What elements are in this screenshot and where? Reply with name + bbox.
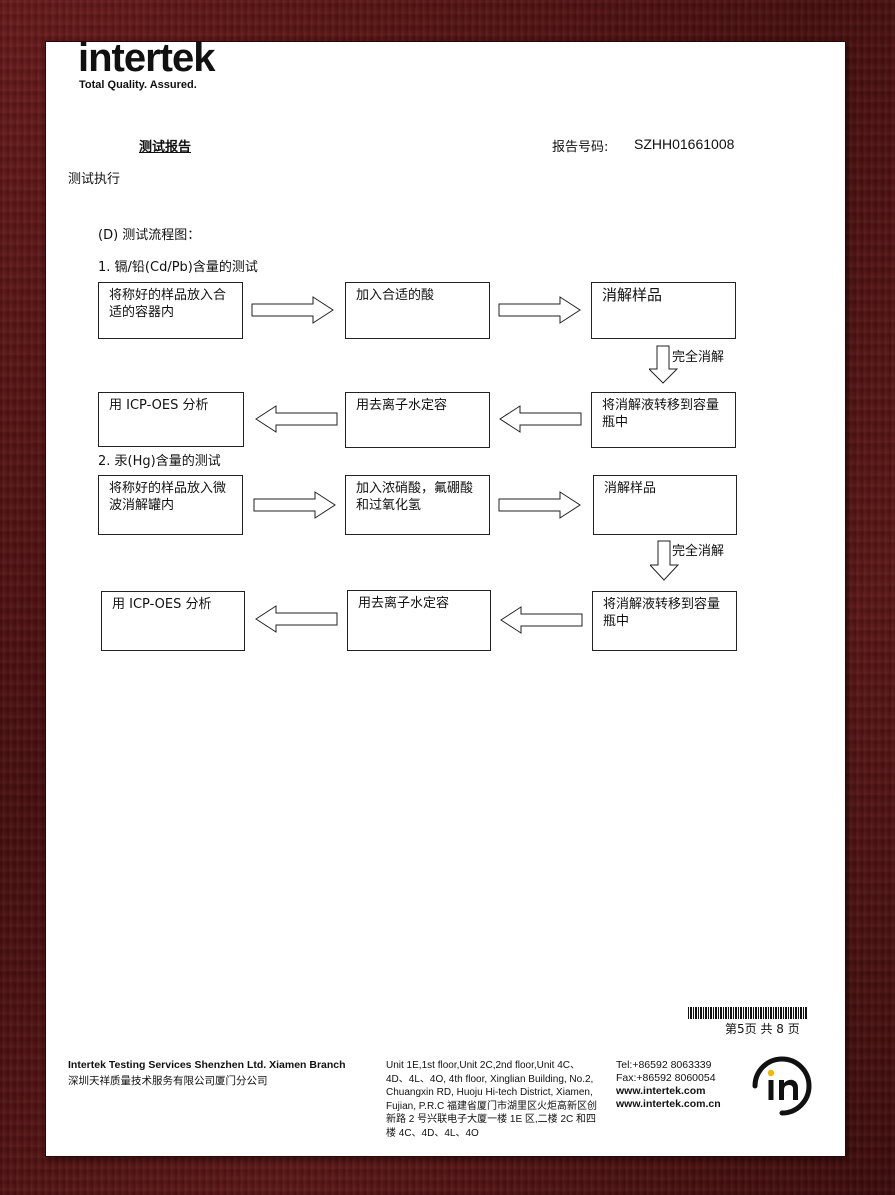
flow1-step1-box: 将称好的样品放入合适的容器内 <box>98 282 243 339</box>
flow2-step3-box: 消解样品 <box>593 475 737 535</box>
section-label: 测试执行 <box>68 172 121 187</box>
flow1-step3-box: 消解样品 <box>591 282 736 339</box>
report-number: SZHH01661008 <box>634 136 735 152</box>
website-cn-link[interactable]: www.intertek.com.cn <box>616 1098 721 1110</box>
flow1-step6-box: 用 ICP-OES 分析 <box>98 392 244 447</box>
right-arrow-icon <box>498 491 581 519</box>
right-arrow-icon <box>253 491 336 519</box>
intertek-in-emblem <box>752 1056 812 1116</box>
flow1-step2-box: 加入合适的酸 <box>345 282 490 339</box>
report-number-label: 报告号码: <box>552 140 609 155</box>
flow2-arrow-label: 完全消解 <box>672 544 725 559</box>
right-arrow-icon <box>251 296 334 324</box>
document-page: intertek Total Quality. Assured. 测试报告 报告… <box>46 36 845 1156</box>
down-arrow-icon <box>649 345 679 384</box>
flow2-step4-box: 将消解液转移到容量瓶中 <box>592 591 737 651</box>
left-arrow-icon <box>255 605 338 633</box>
flow1-arrow-label: 完全消解 <box>672 350 725 365</box>
company-name-en: Intertek Testing Services Shenzhen Ltd. … <box>68 1059 346 1071</box>
phone-number: Tel:+86592 8063339 <box>616 1059 712 1071</box>
fax-number: Fax:+86592 8060054 <box>616 1072 716 1084</box>
left-arrow-icon <box>499 405 582 433</box>
page-info: 第5页 共 8 页 <box>725 1022 800 1036</box>
intertek-logo: intertek <box>78 36 215 80</box>
left-arrow-icon <box>255 405 338 433</box>
flow2-step5-box: 用去离子水定容 <box>347 590 491 651</box>
flowchart-heading: (D) 测试流程图： <box>98 228 201 243</box>
flow1-step5-box: 用去离子水定容 <box>345 392 490 448</box>
flow1-step4-box: 将消解液转移到容量瓶中 <box>591 392 736 448</box>
flow1-title: 1. 镉/铅(Cd/Pb)含量的测试 <box>98 260 258 275</box>
website-link[interactable]: www.intertek.com <box>616 1085 706 1097</box>
down-arrow-icon <box>650 540 680 581</box>
flow2-title: 2. 汞(Hg)含量的测试 <box>98 454 221 469</box>
report-title: 测试报告 <box>139 140 192 155</box>
logo-tagline: Total Quality. Assured. <box>79 79 197 91</box>
flow2-step1-box: 将称好的样品放入微波消解罐内 <box>98 475 243 535</box>
right-arrow-icon <box>498 296 581 324</box>
barcode <box>688 1007 807 1019</box>
flow2-step6-box: 用 ICP-OES 分析 <box>101 591 245 651</box>
flow2-step2-box: 加入浓硝酸，氟硼酸和过氧化氢 <box>345 475 490 535</box>
company-name-cn: 深圳天祥质量技术服务有限公司厦门分公司 <box>68 1075 268 1087</box>
company-address: Unit 1E,1st floor,Unit 2C,2nd floor,Unit… <box>386 1060 597 1139</box>
left-arrow-icon <box>500 606 583 634</box>
